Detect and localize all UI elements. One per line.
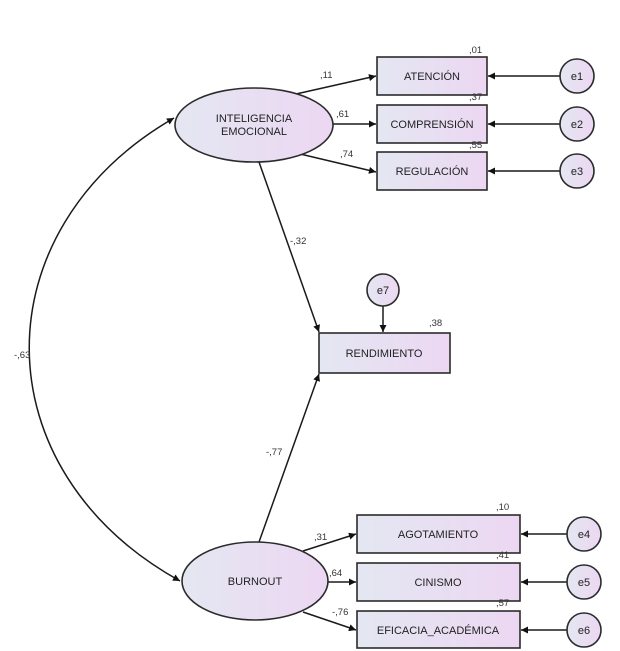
latent-burnout-label: BURNOUT xyxy=(228,576,283,588)
r2-comprension: ,37 xyxy=(469,92,482,103)
error-e6[interactable]: e6 xyxy=(566,612,602,648)
observed-cinismo[interactable]: CINISMO ,41 xyxy=(356,550,521,602)
coef-burnout-agotamiento: ,31 xyxy=(314,532,327,543)
path-ie-atencion xyxy=(295,74,377,95)
observed-eficacia-label: EFICACIA_ACADÉMICA xyxy=(377,624,500,637)
observed-regulacion[interactable]: REGULACIÓN ,55 xyxy=(376,140,488,191)
path-burnout-rendimiento xyxy=(258,373,320,543)
path-ie-regulacion xyxy=(295,152,377,174)
observed-rendimiento-label: RENDIMIENTO xyxy=(346,348,423,360)
coef-burnout-rendimiento: -,77 xyxy=(266,447,282,458)
path-ie-rendimiento xyxy=(258,161,320,333)
latent-ie-label-2: EMOCIONAL xyxy=(221,126,287,138)
observed-atencion[interactable]: ATENCIÓN ,01 xyxy=(376,45,488,96)
observed-comprension-label: COMPRENSIÓN xyxy=(390,118,473,131)
observed-agotamiento[interactable]: AGOTAMIENTO ,10 xyxy=(356,502,521,554)
path-burnout-eficacia xyxy=(302,611,357,632)
r2-cinismo: ,41 xyxy=(496,550,509,561)
observed-rendimiento[interactable]: RENDIMIENTO ,38 xyxy=(318,318,451,374)
error-e6-label: e6 xyxy=(578,625,590,637)
error-e5[interactable]: e5 xyxy=(566,564,602,600)
latent-ie-label-1: INTELIGENCIA xyxy=(216,113,293,125)
r2-rendimiento: ,38 xyxy=(429,318,442,329)
error-e7-label: e7 xyxy=(377,285,389,297)
r2-atencion: ,01 xyxy=(469,45,482,56)
observed-regulacion-label: REGULACIÓN xyxy=(396,165,469,178)
r2-regulacion: ,55 xyxy=(469,140,482,151)
coef-ie-rendimiento: -,32 xyxy=(290,236,306,247)
error-e4-label: e4 xyxy=(578,529,590,541)
observed-comprension[interactable]: COMPRENSIÓN ,37 xyxy=(376,92,488,144)
observed-cinismo-label: CINISMO xyxy=(414,577,462,589)
observed-eficacia[interactable]: EFICACIA_ACADÉMICA ,57 xyxy=(356,598,521,649)
covariance-coef: -,63 xyxy=(14,350,30,361)
latent-burnout[interactable]: BURNOUT xyxy=(181,541,329,621)
latent-ie[interactable]: INTELIGENCIA EMOCIONAL xyxy=(174,87,334,163)
error-e2-label: e2 xyxy=(571,119,583,131)
error-e1-label: e1 xyxy=(571,71,583,83)
coef-ie-atencion: ,11 xyxy=(320,70,333,81)
error-e3-label: e3 xyxy=(571,166,583,178)
path-burnout-agotamiento xyxy=(302,532,357,552)
observed-atencion-label: ATENCIÓN xyxy=(404,70,460,83)
coef-ie-regulacion: ,74 xyxy=(340,149,353,160)
coef-ie-comprension: ,61 xyxy=(336,109,349,120)
error-e1[interactable]: e1 xyxy=(559,58,595,94)
error-e2[interactable]: e2 xyxy=(559,106,595,142)
observed-agotamiento-label: AGOTAMIENTO xyxy=(398,529,479,541)
coef-burnout-eficacia: -,76 xyxy=(332,607,348,618)
covariance-arc-ie-burnout xyxy=(28,117,181,582)
error-e4[interactable]: e4 xyxy=(566,516,602,552)
r2-agotamiento: ,10 xyxy=(496,502,509,513)
coef-burnout-cinismo: ,64 xyxy=(329,568,342,579)
error-e5-label: e5 xyxy=(578,577,590,589)
r2-eficacia: ,57 xyxy=(496,598,509,609)
error-e3[interactable]: e3 xyxy=(559,153,595,189)
error-e7[interactable]: e7 xyxy=(366,273,400,307)
